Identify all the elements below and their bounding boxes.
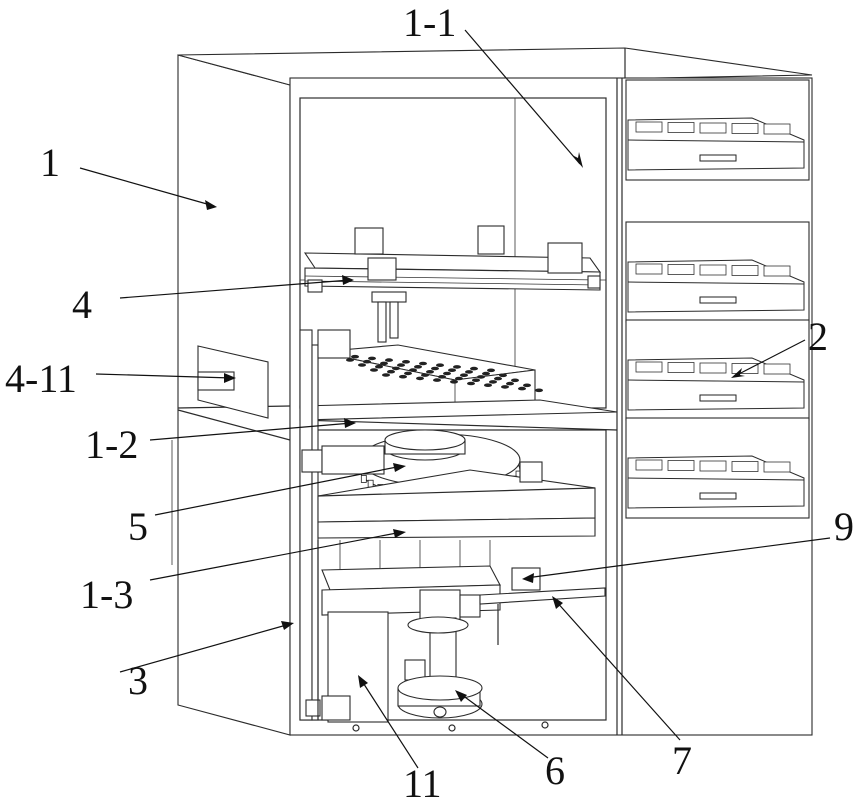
tube-hole [404,372,412,376]
tube-hole [382,373,390,377]
tube-hole [472,378,480,382]
label-1-1: 1-1 [403,0,456,45]
label-1: 1 [40,140,60,185]
tube-hole [467,382,475,386]
tube-hole [370,368,378,372]
drawer-cell [700,363,726,373]
tube-hole [448,368,456,372]
tube-hole [346,358,354,362]
label-5: 5 [128,504,148,549]
drawer-cell [636,362,662,372]
label-7: 7 [672,738,692,783]
tube-hole [358,363,366,367]
tube-hole [351,355,359,359]
drawer-cell [668,461,694,471]
tube-hole [414,365,422,369]
drawer-cell [732,462,758,472]
tube-hole [387,370,395,374]
tube-hole [489,380,497,384]
tube-hole [426,370,434,374]
tube-hole [499,374,507,378]
tube-hole [431,367,439,371]
drawer-cell [732,364,758,374]
label-6: 6 [545,748,565,793]
drawer-cell [700,461,726,471]
label-4: 4 [72,282,92,327]
tube-hole [535,389,543,393]
tube-hole [511,379,519,383]
label-11: 11 [403,761,442,806]
tube-hole [501,385,509,389]
drawer-cell [668,265,694,275]
drawer-handle [700,493,736,499]
tube-hole [368,357,376,361]
tube-hole [385,358,393,362]
drawer-handle [700,297,736,303]
drawer-cell [732,266,758,276]
tube-hole [518,387,526,391]
tube-hole [450,380,458,384]
drawer-cell [700,123,726,133]
label-3: 3 [128,658,148,703]
drawer-cell [636,460,662,470]
drawer-handle [700,155,736,161]
drawer-cell [668,363,694,373]
tube-hole [477,375,485,379]
tube-hole [523,384,531,388]
drawer-cell [764,462,790,472]
drawer-cell [764,364,790,374]
tube-hole [436,363,444,367]
tube-hole [409,368,417,372]
tube-hole [375,365,383,369]
drawer-cell [732,124,758,134]
tube-hole [470,367,478,371]
drawer-handle [700,395,736,401]
drawer-cell [668,123,694,133]
drawers [626,80,809,518]
tube-hole [460,373,468,377]
tube-hole [453,365,461,369]
tube-hole [487,369,495,373]
tube-hole [484,383,492,387]
tube-hole [363,360,371,364]
label-9: 9 [834,504,854,549]
tube-hole [402,360,410,364]
drawer-cell [764,124,790,134]
tube-hole [506,382,514,386]
tube-hole [465,370,473,374]
tube-hole [421,373,429,377]
drawer-cell [636,264,662,274]
label-1-2: 1-2 [85,422,138,467]
tube-hole [455,377,463,381]
drawer-cell [764,266,790,276]
tube-hole [419,362,427,366]
tube-hole [433,378,441,382]
label-1-3: 1-3 [80,572,133,617]
tube-hole [392,367,400,371]
tube-hole [438,375,446,379]
tube-hole [443,372,451,376]
tube-hole [397,363,405,367]
drawer-cell [636,122,662,132]
tube-hole [399,375,407,379]
label-4-11: 4-11 [5,356,77,401]
tube-hole [380,362,388,366]
tube-hole [416,377,424,381]
tube-hole [494,377,502,381]
gear-tooth [361,475,366,482]
label-2: 2 [808,314,828,359]
drawer-cell [700,265,726,275]
tube-hole [482,372,490,376]
